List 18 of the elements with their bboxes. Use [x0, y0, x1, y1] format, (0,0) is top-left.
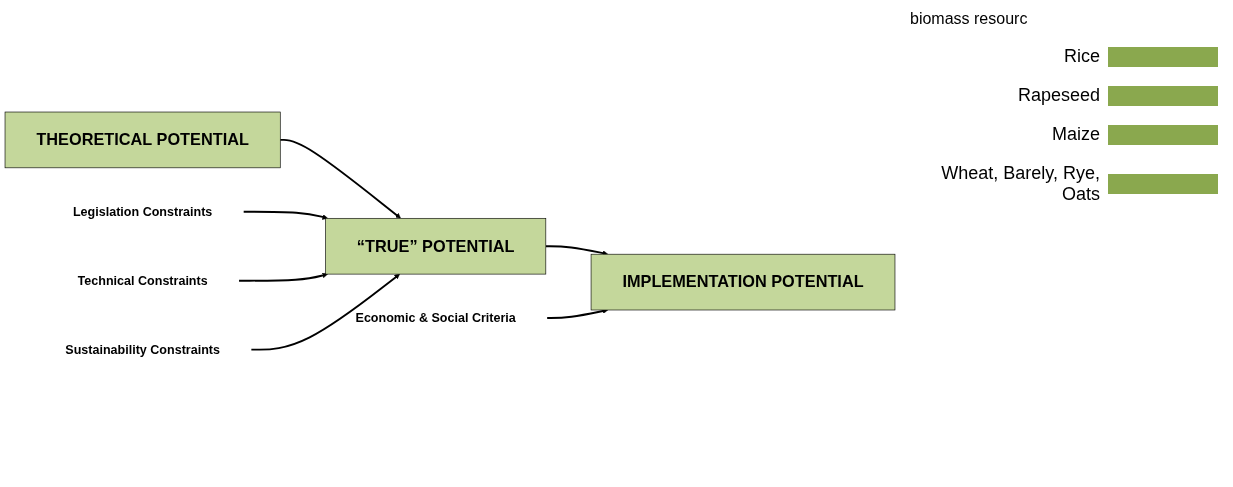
arrow — [546, 308, 609, 320]
node-box: IMPLEMENTATION POTENTIAL — [590, 254, 896, 311]
arrow — [544, 245, 609, 256]
category-label: Maize — [1051, 124, 1101, 145]
category-label: Wheat, Barely, Rye, Oats — [940, 163, 1101, 205]
arrow — [250, 273, 400, 351]
node-box: THEORETICAL POTENTIAL — [4, 111, 281, 169]
node-text: Legislation Constraints — [72, 204, 213, 219]
node-box: “TRUE” POTENTIAL — [325, 218, 547, 275]
arrow — [279, 139, 401, 219]
arrow — [238, 272, 328, 282]
category-label: Rice — [1063, 46, 1101, 67]
chart-title-fragment: biomass resourc — [910, 10, 1029, 28]
node-text: Sustainability Constraints — [65, 342, 220, 357]
category-label: Rapeseed — [1016, 85, 1101, 106]
node-text: Economic & Social Criteria — [355, 311, 516, 326]
arrow — [242, 210, 328, 220]
node-text: Technical Constraints — [77, 273, 208, 288]
